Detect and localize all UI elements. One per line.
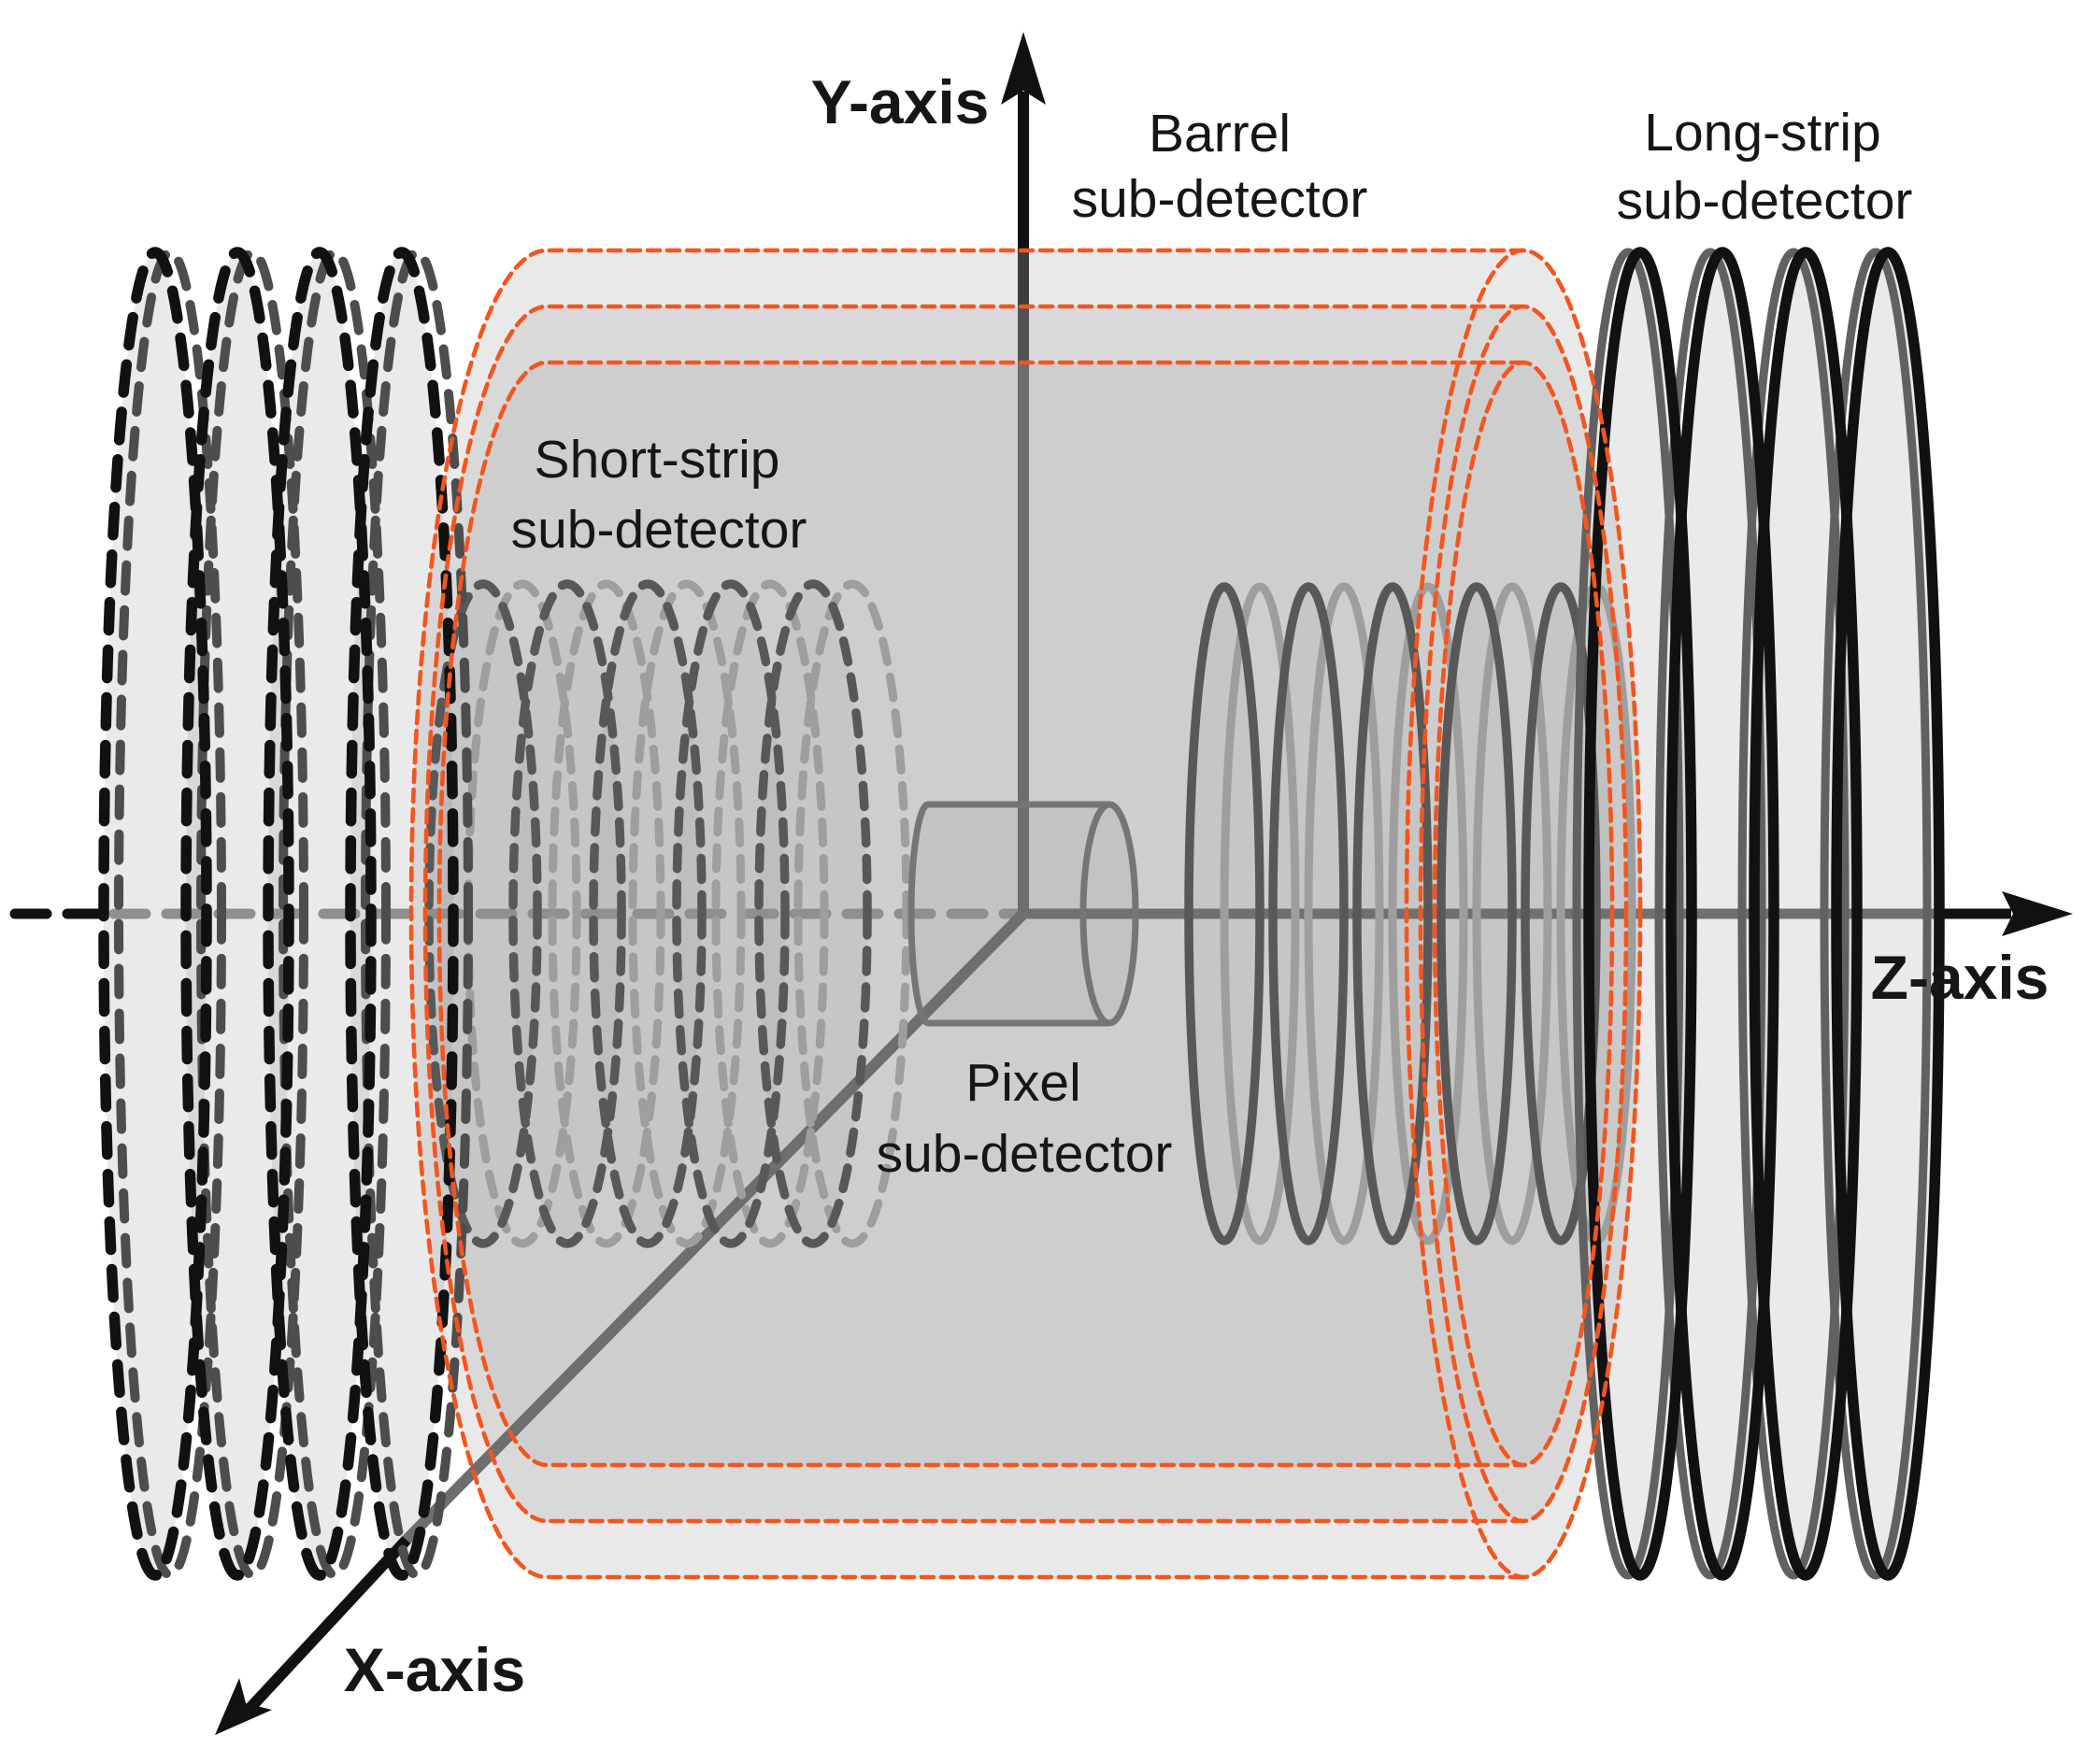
- pixel-label-line2: sub-detector: [877, 1124, 1173, 1184]
- disk-ellipse: [345, 247, 459, 1581]
- disk-ellipse: [1572, 248, 1684, 1580]
- disk-ellipse: [98, 247, 212, 1581]
- disk-ellipse: [1820, 248, 1932, 1580]
- disk-ellipse: [548, 579, 665, 1248]
- disk-ellipse: [361, 248, 473, 1580]
- barrel-outer-endcap: [1404, 248, 1643, 1580]
- y-axis-arrowhead: [1001, 32, 1046, 105]
- disk-ellipse: [196, 248, 308, 1580]
- short-strip-label-line1: Short-strip: [535, 430, 780, 490]
- disk-ellipse: [1184, 582, 1264, 1245]
- short-strip-left-disks-back: [464, 579, 911, 1248]
- disk-ellipse: [1436, 582, 1517, 1245]
- barrel-label-line2: sub-detector: [1072, 169, 1368, 229]
- barrel-inner-outline: [436, 360, 1526, 1468]
- disk-ellipse: [628, 579, 746, 1248]
- y-axis-label: Y-axis: [811, 67, 990, 136]
- disk-ellipse: [1472, 582, 1552, 1245]
- z-axis-label: Z-axis: [1871, 943, 2050, 1012]
- disk-ellipse: [1304, 582, 1384, 1245]
- pixel-label-line1: Pixel: [965, 1053, 1081, 1113]
- short-strip-label-line2: sub-detector: [511, 500, 807, 560]
- barrel-outer-outline: [408, 248, 1526, 1580]
- disk-ellipse: [1521, 582, 1601, 1245]
- barrel-middle-endcap: [1418, 304, 1629, 1524]
- y-axis: [1001, 32, 1046, 914]
- x-axis-label: X-axis: [344, 1635, 525, 1704]
- long-strip-label-line1: Long-strip: [1644, 103, 1880, 163]
- pixel-cylinder-left-cap: [907, 801, 929, 1027]
- disk-fill: [677, 584, 785, 1244]
- disk-ellipse: [1352, 582, 1433, 1245]
- long-strip-left-disks-front: [98, 247, 459, 1581]
- pixel-cylinder-right-cap: [1079, 801, 1139, 1027]
- disk-ellipse: [589, 579, 707, 1248]
- long-strip-right-disks-back: [1572, 248, 1932, 1580]
- disk-ellipse: [508, 579, 626, 1248]
- disk-ellipse: [464, 579, 581, 1248]
- labels: Y-axis Z-axis X-axis Barrel sub-detector…: [344, 67, 2050, 1704]
- disk-ellipse: [1831, 247, 1945, 1581]
- z-axis-arrowhead: [2002, 891, 2073, 936]
- disk-ellipse: [793, 579, 911, 1248]
- long-strip-right-disks-front: [1583, 247, 1945, 1581]
- disk-ellipse: [1220, 582, 1300, 1245]
- long-strip-left-disks-back: [114, 248, 473, 1580]
- x-axis-black-segment: [242, 1535, 411, 1716]
- disk-ellipse: [1583, 247, 1697, 1581]
- disk-ellipse: [1737, 248, 1850, 1580]
- long-strip-label-line2: sub-detector: [1617, 171, 1913, 231]
- disk-ellipse: [672, 579, 790, 1248]
- disk-ellipse: [180, 247, 294, 1581]
- disk-ellipse: [279, 248, 391, 1580]
- disk-ellipse: [754, 579, 872, 1248]
- disk-ellipse: [1749, 247, 1863, 1581]
- disk-ellipse: [1665, 247, 1779, 1581]
- barrel-layers: [408, 248, 1643, 1580]
- barrel-label-line1: Barrel: [1149, 104, 1291, 164]
- x-axis-arrowhead: [215, 1678, 272, 1735]
- barrel-middle-outline: [422, 304, 1526, 1524]
- disk-ellipse: [711, 579, 829, 1248]
- disk-ellipse: [1268, 582, 1349, 1245]
- disk-ellipse: [424, 579, 542, 1248]
- short-strip-right-disks-front: [1184, 582, 1601, 1245]
- disk-ellipse: [1388, 582, 1468, 1245]
- z-axis: [9, 891, 2073, 936]
- short-strip-left-disks-front: [424, 579, 872, 1248]
- pixel-cylinder: [907, 801, 1139, 1027]
- disk-ellipse: [114, 248, 226, 1580]
- barrel-inner-endcap: [1432, 360, 1615, 1468]
- disk-ellipse: [263, 247, 377, 1581]
- disk-ellipse: [1654, 248, 1766, 1580]
